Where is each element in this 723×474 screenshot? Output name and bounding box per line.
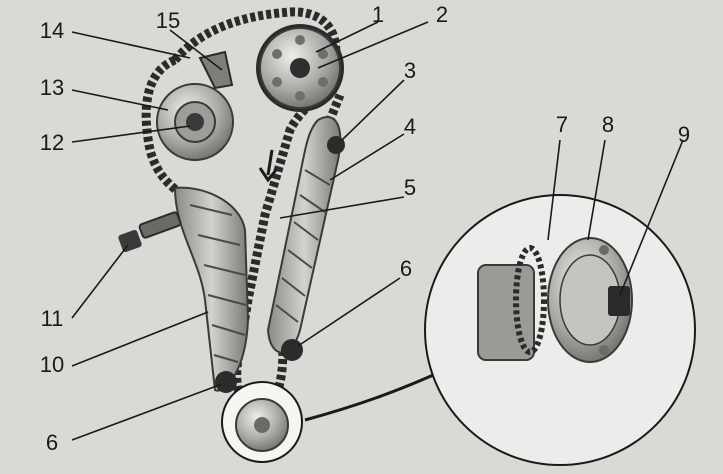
tensioner-bolt — [327, 136, 345, 154]
chain-direction-arrow — [258, 149, 278, 183]
callout-13: 13 — [39, 75, 65, 100]
callout-10: 10 — [39, 352, 65, 377]
crankshaft-sprocket — [221, 381, 303, 463]
callout-5: 5 — [403, 175, 417, 200]
callout-8: 8 — [601, 112, 615, 137]
callout-6-left: 6 — [45, 430, 59, 455]
callout-15: 15 — [155, 8, 181, 33]
callout-14: 14 — [39, 18, 65, 43]
zoom-arrow — [304, 370, 441, 422]
callout-4: 4 — [403, 114, 417, 139]
callout-7: 7 — [555, 112, 569, 137]
pivot-bolt-right — [281, 339, 303, 361]
exhaust-camshaft-sprocket — [256, 24, 344, 112]
intake-camshaft-sprocket — [156, 83, 234, 161]
tensioner-rail-ribs — [275, 169, 331, 323]
callout-3: 3 — [403, 58, 417, 83]
callout-12: 12 — [39, 130, 65, 155]
callout-leaders — [71, 21, 684, 441]
fixed-guide-rail-ribs — [189, 204, 247, 363]
callout-2: 2 — [435, 2, 449, 27]
pivot-bolt-lower-left — [215, 371, 237, 393]
guide-rail-bolt — [118, 211, 182, 253]
crankshaft-detail-inset — [424, 194, 696, 466]
callout-11: 11 — [40, 306, 64, 331]
callout-1: 1 — [371, 2, 385, 27]
callout-6-right: 6 — [399, 256, 413, 281]
upper-chain-guide — [198, 50, 234, 90]
callout-9: 9 — [677, 122, 691, 147]
